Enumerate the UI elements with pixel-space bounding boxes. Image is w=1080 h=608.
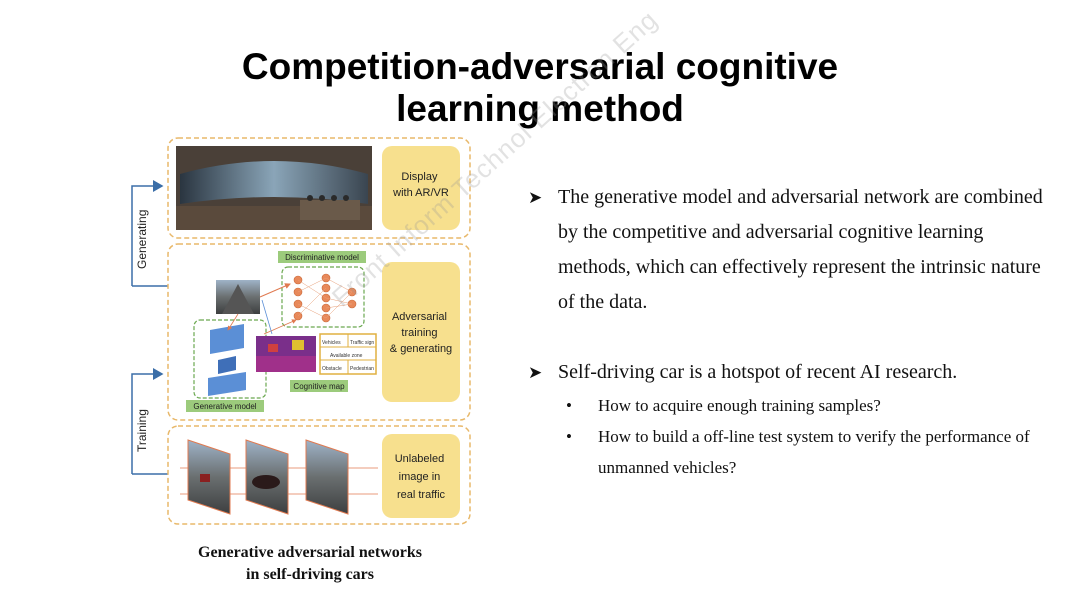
display-label-box [382, 146, 460, 230]
discriminative-label: Discriminative model [285, 253, 359, 262]
generator-blocks [208, 324, 246, 396]
slide-title: Competition-adversarial cognitive learni… [0, 46, 1080, 130]
generating-arrow [131, 180, 164, 286]
generative-label-box [186, 400, 264, 412]
unlabeled-panel [167, 425, 471, 525]
sub-bullet-text: How to build a off-line test system to v… [598, 427, 1030, 477]
svg-text:Available zone: Available zone [330, 353, 363, 359]
cognitive-label-box [290, 380, 348, 392]
discriminative-network [281, 266, 365, 328]
display-label: Display with AR/VR [392, 171, 449, 199]
adversarial-label-box [382, 262, 460, 402]
caption-line-1: Generative adversarial networks [198, 544, 422, 561]
bullet-list: ➤ The generative model and adversarial n… [528, 180, 1048, 483]
svg-text:Pedestrian: Pedestrian [350, 366, 374, 372]
generative-label: Generative model [193, 402, 256, 411]
caption-line-2: in self-driving cars [246, 566, 374, 583]
title-line-1: Competition-adversarial cognitive [241, 46, 839, 87]
arrow-bullet-icon: ➤ [528, 188, 543, 207]
training-arrow [131, 368, 164, 474]
network-nodes [293, 273, 357, 323]
bullet-text: Self-driving car is a hotspot of recent … [558, 361, 958, 383]
title-line-2: learning method [396, 88, 684, 129]
display-panel [167, 137, 471, 239]
dot-bullet-icon: • [566, 427, 572, 446]
unlabeled-label-box [382, 434, 460, 518]
segmentation-image [256, 336, 316, 372]
cognitive-label: Cognitive map [293, 382, 345, 391]
input-road-image [216, 280, 260, 314]
generating-label: Generating [135, 210, 149, 269]
arrow-bullet-icon: ➤ [528, 363, 543, 382]
dot-bullet-icon: • [566, 396, 572, 415]
unlabeled-label: Unlabeled image in real traffic [395, 453, 448, 501]
svg-text:Traffic sign: Traffic sign [350, 340, 374, 346]
network-edges [297, 277, 353, 319]
traffic-image-stack [180, 439, 378, 515]
bullet-gan: ➤ The generative model and adversarial n… [528, 180, 1048, 320]
adversarial-label: Adversarial training & generating [390, 311, 452, 355]
svg-text:Obstacle: Obstacle [322, 366, 342, 372]
simulator-room-image [176, 146, 372, 230]
sub-bullet: • How to build a off-line test system to… [528, 421, 1048, 483]
bullet-self-driving: ➤ Self-driving car is a hotspot of recen… [528, 355, 1048, 390]
bullet-text: The generative model and adversarial net… [558, 186, 1043, 313]
gan-figure: Generating Training Display with AR/VR D… [131, 137, 471, 525]
training-label: Training [135, 409, 149, 452]
cognitive-map-legend: Vehicles Traffic sign Available zone Obs… [319, 333, 377, 375]
discriminative-label-box [278, 251, 366, 263]
adversarial-panel [167, 243, 471, 421]
svg-text:Vehicles: Vehicles [322, 340, 341, 346]
figure-caption: Generative adversarial networks in self-… [150, 542, 470, 586]
sub-bullet: • How to acquire enough training samples… [528, 390, 1048, 421]
sub-bullet-text: How to acquire enough training samples? [598, 396, 881, 415]
